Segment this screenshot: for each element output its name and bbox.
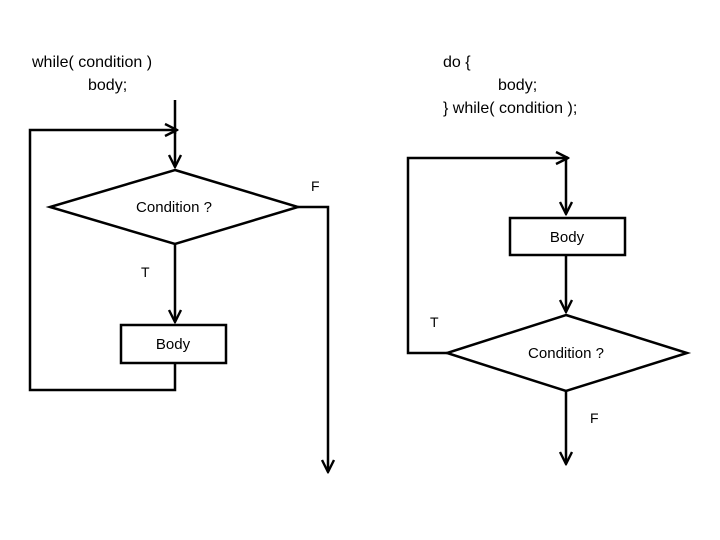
while-body-label: Body [156, 336, 191, 353]
do-while-code-line-1: do { [443, 54, 471, 71]
do-while-true-label: T [430, 314, 439, 330]
while-false-label: F [311, 178, 320, 194]
do-while-body-label: Body [550, 229, 585, 246]
while-condition-label: Condition ? [136, 199, 212, 216]
while-body-box [119, 323, 228, 365]
do-while-false-label: F [590, 410, 599, 426]
while-loop-back-arrow [28, 130, 177, 392]
do-while-code-line-2: body; [498, 77, 537, 94]
do-while-body-box [508, 216, 627, 257]
while-loop-diagram: while( condition ) body; Condition ? T B… [28, 54, 328, 472]
do-while-loop-diagram: do { body; } while( condition ); Body Co… [406, 54, 692, 464]
while-code-line-1: while( condition ) [31, 54, 152, 71]
while-false-exit-arrow [298, 205, 328, 472]
do-while-loop-back-arrow [406, 158, 568, 355]
while-true-label: T [141, 264, 150, 280]
while-code-line-2: body; [88, 77, 127, 94]
do-while-condition-label: Condition ? [528, 345, 604, 362]
do-while-code-line-3: } while( condition ); [443, 100, 577, 117]
